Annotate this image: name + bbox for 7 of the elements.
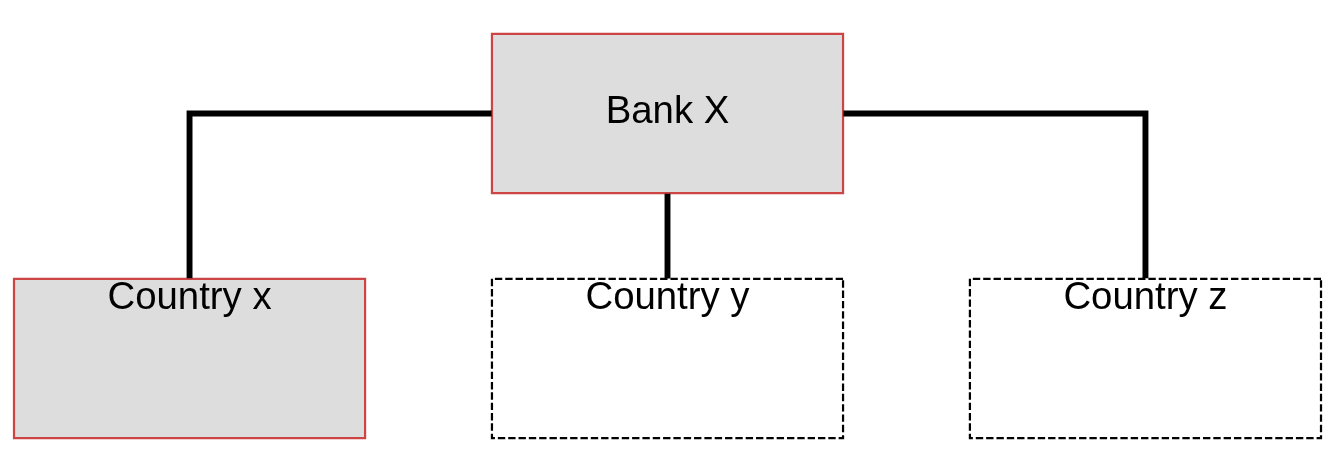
node-box: Country y [490,277,845,439]
connector [843,110,1149,278]
node-box: Bank X [490,32,845,194]
node-box: Country z [968,277,1323,439]
connector [664,193,671,278]
node-box: Country x [12,277,367,439]
connector [186,110,492,278]
